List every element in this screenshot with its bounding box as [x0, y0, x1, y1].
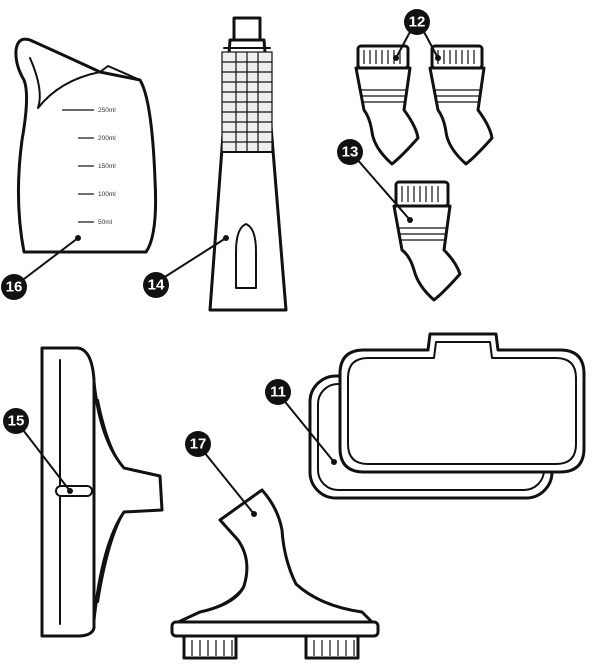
callout-16: 16: [1, 274, 27, 300]
callout-number: 16: [6, 279, 23, 296]
callout-number: 17: [190, 436, 207, 453]
callout-15: 15: [3, 408, 29, 434]
scale-label: 150ml: [98, 163, 116, 170]
callout-number: 12: [409, 14, 426, 31]
scale-label: 200ml: [98, 135, 116, 142]
scale-label: 250ml: [98, 107, 116, 114]
cleaning-pads: 11: [265, 332, 586, 500]
callout-number: 14: [148, 277, 165, 294]
water-bottle: 14: [143, 16, 288, 312]
measuring-jug: 250ml 200ml 150ml 100ml 50ml 16: [1, 37, 158, 300]
brush-nozzle-right: [428, 44, 494, 166]
jug-scale: 250ml 200ml 150ml 100ml 50ml: [62, 107, 116, 226]
scale-label: 50ml: [98, 219, 113, 226]
floor-brush-head: 17: [170, 431, 380, 660]
callout-11: 11: [265, 379, 291, 405]
callout-17: 17: [185, 431, 211, 457]
callout-14: 14: [143, 272, 169, 298]
brush-nozzle-left: [354, 44, 420, 166]
scale-label: 100ml: [98, 191, 116, 198]
callout-number: 11: [270, 384, 286, 401]
callout-number: 15: [8, 413, 25, 430]
brush-nozzle-single: [392, 180, 462, 302]
callout-13: 13: [337, 139, 363, 165]
bottle-grip-texture: [221, 51, 273, 153]
callout-number: 13: [342, 144, 359, 161]
window-squeegee: 15: [3, 346, 164, 638]
callout-12: 12: [404, 9, 430, 35]
